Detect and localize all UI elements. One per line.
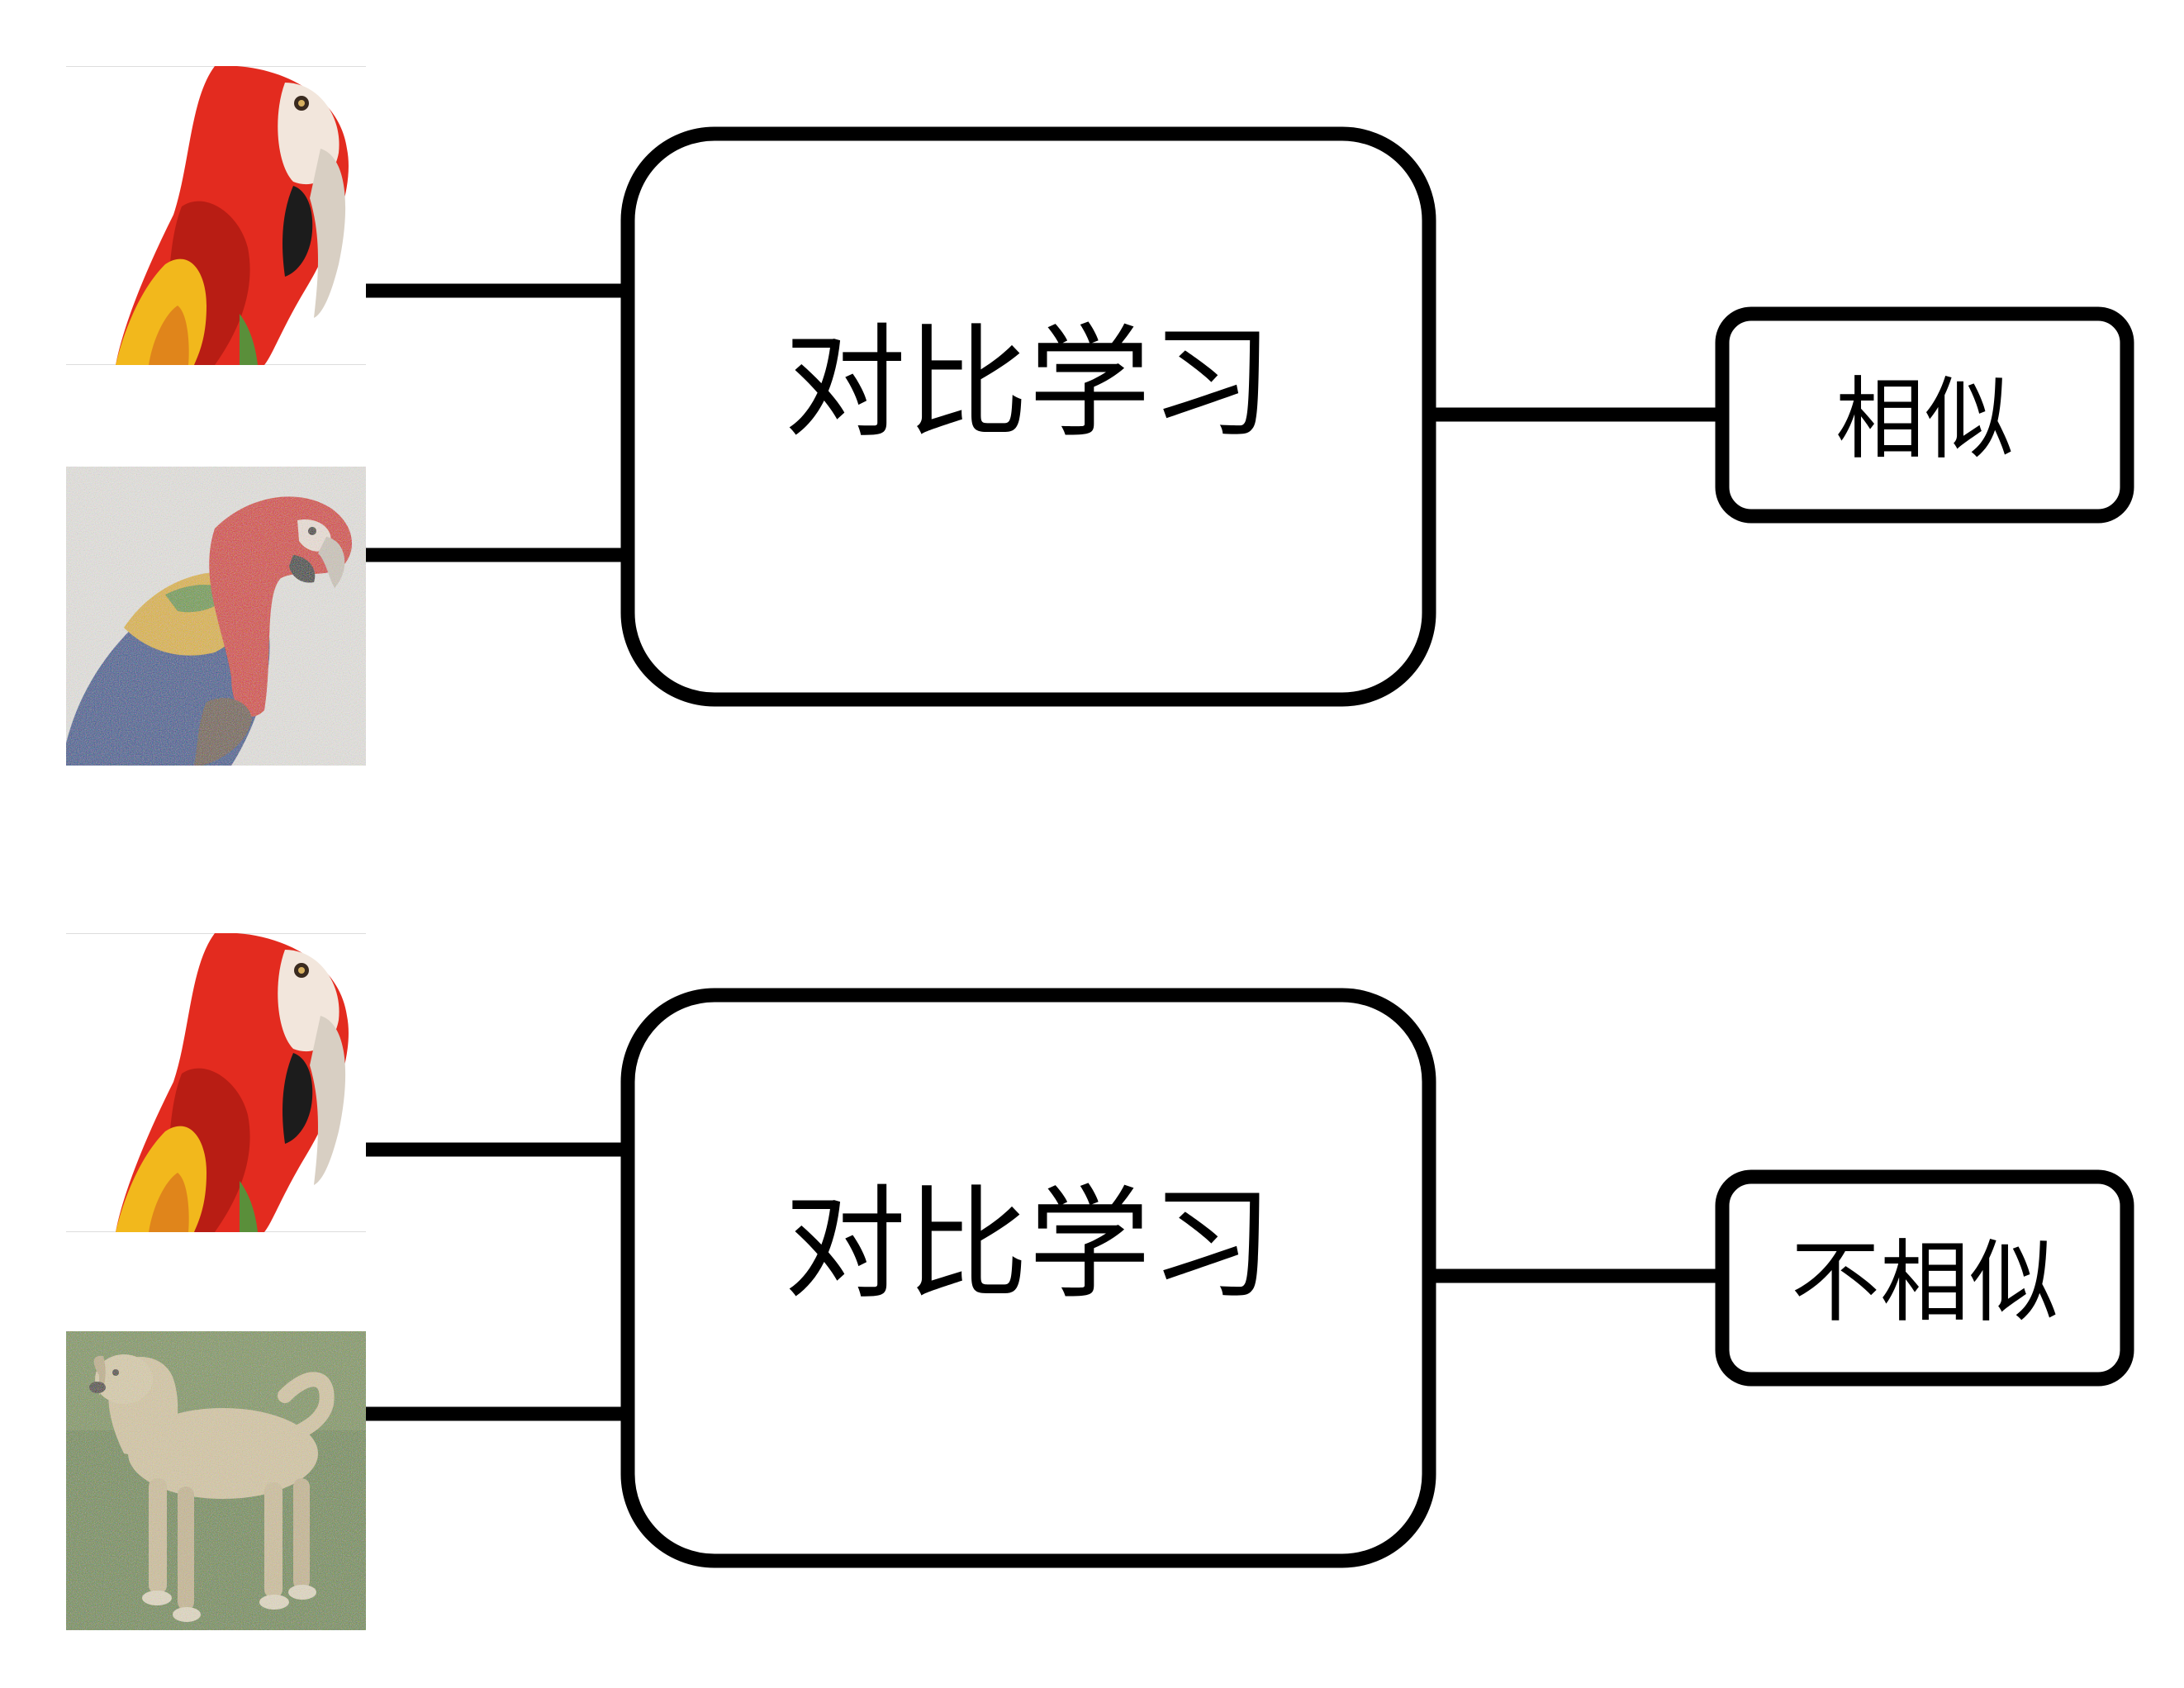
dog-noisy-image [66,1331,366,1630]
dissimilar-result-label: 不相似 [1791,1231,2058,1335]
parrot-clean-image-top [66,66,366,365]
parrot-clean-image-bottom [66,933,366,1232]
similar-result-label: 相似 [1835,368,2014,472]
contrastive-learning-label: 对比学习 [784,312,1273,454]
top-pair-group: 对比学习 相似 [66,66,2127,766]
bottom-pair-group: 对比学习 不相似 [66,933,2127,1630]
parrot-noisy-image [66,467,366,766]
contrastive-learning-label: 对比学习 [784,1174,1273,1316]
